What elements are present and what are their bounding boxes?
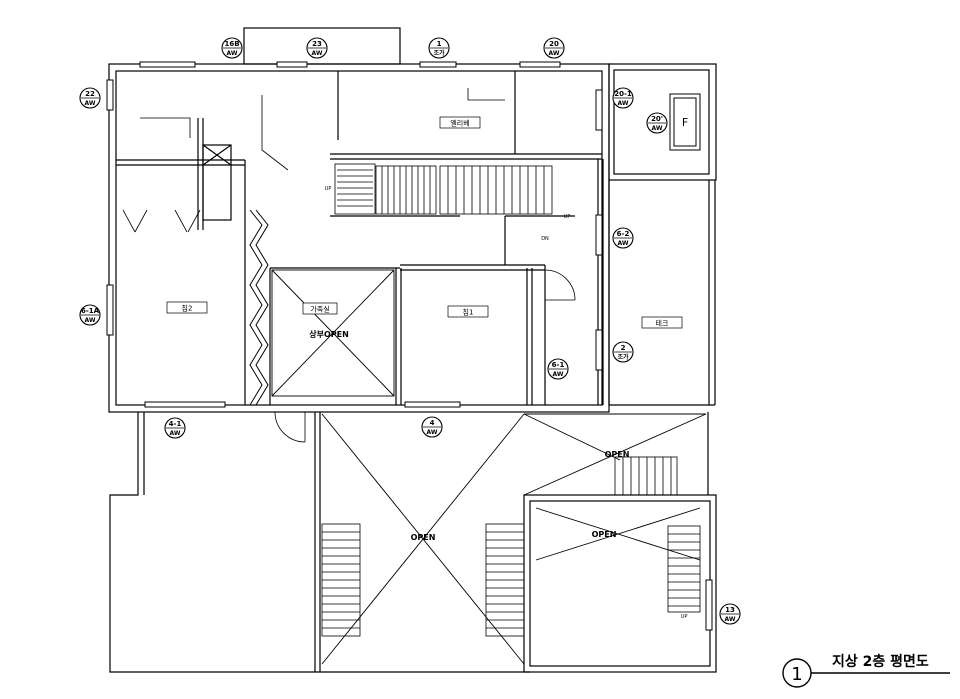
label-open-main: OPEN [411, 533, 436, 542]
title-number: 1 [791, 664, 802, 685]
window-tag: 6-1A AW [79, 304, 101, 326]
window-tag: 6-1 AW [547, 358, 569, 380]
label-up-2: UP [564, 214, 571, 220]
window-tag: 6-2 AW [612, 227, 634, 249]
svg-text:AW: AW [427, 429, 438, 436]
window-tag: 1 조가 [428, 37, 450, 59]
svg-text:AW: AW [312, 50, 323, 57]
label-room2: 침2 [182, 305, 193, 313]
svg-text:2: 2 [621, 344, 626, 352]
stairs [321, 88, 701, 637]
room-labels: 엘리베 침2 가족실 상부OPEN 침1 테크 OPEN OPEN OPEN F… [166, 116, 688, 620]
label-room1: 침1 [463, 309, 474, 317]
svg-text:AW: AW [85, 100, 96, 107]
window-tags: 16B AW 23 AW 1 조가 20 AW 22 AW [79, 37, 741, 625]
svg-text:AW: AW [170, 430, 181, 437]
svg-text:6-2: 6-2 [617, 230, 630, 238]
windows [106, 61, 713, 631]
svg-text:22: 22 [85, 90, 95, 98]
label-elevator: 엘리베 [450, 119, 469, 128]
svg-text:AW: AW [85, 317, 96, 324]
label-void-upper: 상부OPEN [309, 329, 349, 339]
window-tag: 23 AW [306, 37, 328, 59]
label-terrace: 테크 [656, 320, 669, 328]
window-tag: 20' AW [646, 112, 668, 134]
svg-text:AW: AW [618, 240, 629, 247]
window-tag: 20-1 AW [612, 87, 634, 109]
label-dn: DN [541, 236, 549, 242]
svg-text:AW: AW [618, 100, 629, 107]
svg-text:20': 20' [651, 115, 663, 123]
fridge-box [669, 93, 701, 151]
void-markers [271, 269, 707, 665]
title-text: 지상 2층 평면도 [832, 653, 929, 670]
label-open-right: OPEN [605, 450, 630, 459]
window-tag: 4 AW [421, 416, 443, 438]
window-tag: 20 AW [543, 37, 565, 59]
svg-text:AW: AW [725, 616, 736, 623]
label-up-1: UP [325, 186, 332, 192]
svg-text:6-1: 6-1 [552, 361, 565, 369]
svg-text:AW: AW [553, 371, 564, 378]
doors [122, 95, 576, 443]
svg-text:조가: 조가 [433, 49, 445, 57]
window-tag: 22 AW [79, 87, 101, 109]
svg-text:13: 13 [725, 606, 735, 614]
svg-text:4-1: 4-1 [169, 420, 182, 428]
window-tag: 2 조가 [612, 341, 634, 363]
svg-text:6-1A: 6-1A [81, 307, 100, 315]
window-tag: 13 AW [719, 603, 741, 625]
window-tag: 16B AW [221, 37, 243, 59]
svg-text:20-1: 20-1 [614, 90, 632, 98]
svg-text:4: 4 [430, 419, 435, 427]
svg-text:23: 23 [312, 40, 322, 48]
label-open-inner: OPEN [592, 530, 617, 539]
drawing-title: 1 지상 2층 평면도 [782, 653, 950, 688]
label-fridge: F [682, 116, 688, 129]
svg-text:AW: AW [227, 50, 238, 57]
svg-text:AW: AW [652, 125, 663, 132]
svg-text:AW: AW [549, 50, 560, 57]
svg-text:1: 1 [437, 40, 442, 48]
svg-text:16B: 16B [224, 40, 239, 48]
window-tag: 4-1 AW [164, 417, 186, 439]
svg-text:20: 20 [549, 40, 559, 48]
label-up-3: UP [681, 614, 688, 620]
label-dressroom: 가족실 [310, 305, 329, 314]
svg-text:조가: 조가 [617, 353, 629, 361]
